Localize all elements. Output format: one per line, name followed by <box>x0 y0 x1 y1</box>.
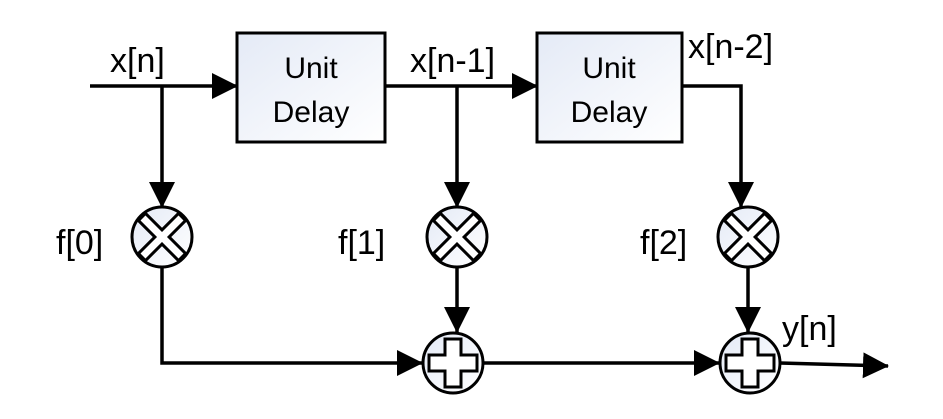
delay2-label-line1: Unit <box>582 52 636 85</box>
delay2-label-line2: Delay <box>571 96 648 129</box>
adder-icon-0 <box>421 331 485 395</box>
tap2-wire <box>682 84 754 208</box>
multiplier-icon-1 <box>425 205 489 269</box>
mult0-to-add1-wire <box>160 267 423 376</box>
signal-x-n-2: x[n-2] <box>688 28 773 66</box>
coef-f0: f[0] <box>56 224 103 262</box>
signal-x-n-1: x[n-1] <box>410 42 495 80</box>
delay1-label-line2: Delay <box>273 96 350 129</box>
multiplier-icon-0 <box>130 205 194 269</box>
multiplier-icon-2 <box>716 205 780 269</box>
output-wire <box>779 352 889 379</box>
unit-delay-2: Unit Delay <box>535 31 684 144</box>
adder-icon-1 <box>718 331 782 395</box>
signal-x-n: x[n] <box>110 42 165 80</box>
delay1-label-line1: Unit <box>284 52 338 85</box>
signal-y-n: y[n] <box>782 310 837 348</box>
coef-f2: f[2] <box>640 224 687 262</box>
unit-delay-1: Unit Delay <box>235 31 387 144</box>
coef-f1: f[1] <box>338 224 385 262</box>
